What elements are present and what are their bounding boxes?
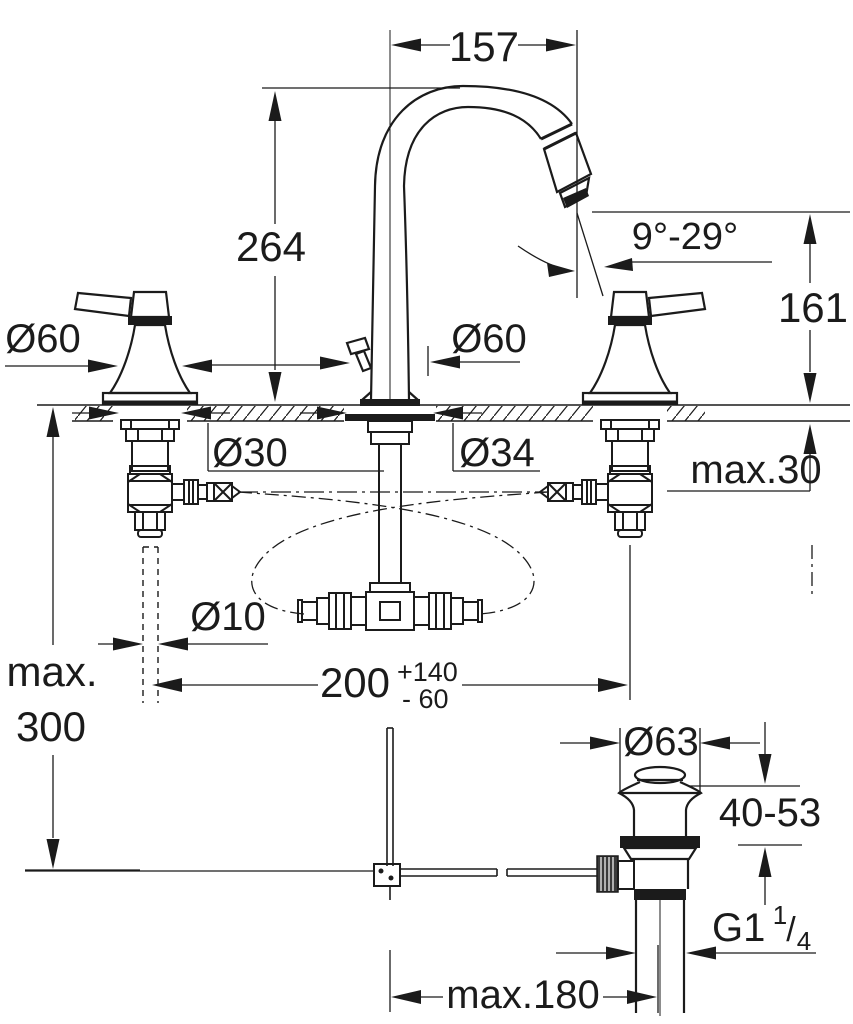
dim-spout-angle bbox=[517, 212, 772, 297]
right-valve bbox=[538, 419, 660, 538]
label-hole-left: Ø30 bbox=[212, 431, 288, 475]
label-spacing-tol-minus: - 60 bbox=[402, 684, 449, 714]
left-handle bbox=[73, 290, 199, 406]
label-waste-thread: G1 bbox=[712, 906, 765, 950]
dim-mounting-depth bbox=[25, 407, 140, 871]
label-body-diameter: Ø60 bbox=[451, 317, 527, 361]
label-hole-center: Ø34 bbox=[459, 431, 535, 475]
label-thread-frac-slash: / bbox=[786, 911, 796, 949]
dim-rod-diameter bbox=[98, 637, 268, 651]
dim-handle-diameter bbox=[5, 346, 520, 376]
waste-drain bbox=[596, 765, 703, 1016]
label-outlet-height: 161 bbox=[778, 284, 848, 331]
label-mounting-depth-val: 300 bbox=[16, 703, 86, 750]
right-handle bbox=[581, 290, 707, 406]
label-spout-angle: 9°-29° bbox=[632, 216, 738, 258]
label-deck-thickness: max.30 bbox=[690, 448, 821, 492]
dim-deck-thickness bbox=[667, 424, 817, 492]
dim-hole-spacing bbox=[152, 545, 631, 700]
label-mounting-depth-max: max. bbox=[6, 648, 97, 695]
pop-up-rod bbox=[25, 546, 597, 900]
dim-waste-clamp bbox=[688, 722, 802, 905]
center-shank bbox=[297, 414, 483, 631]
dim-waste-offset bbox=[389, 945, 659, 1013]
dim-waste-thread bbox=[556, 946, 816, 960]
spout bbox=[345, 30, 593, 406]
label-hole-spacing: 200 bbox=[320, 659, 390, 706]
dim-outlet-height bbox=[592, 211, 850, 403]
label-waste-offset: max.180 bbox=[446, 973, 599, 1017]
label-waste-flange: Ø63 bbox=[623, 720, 699, 764]
label-waste-clamp: 40-53 bbox=[719, 791, 821, 835]
label-rod-diameter: Ø10 bbox=[190, 595, 266, 639]
label-handle-diameter: Ø60 bbox=[5, 317, 81, 361]
left-valve bbox=[120, 419, 242, 538]
supply-hoses bbox=[237, 491, 813, 615]
label-spacing-tol-plus: +140 bbox=[397, 657, 458, 687]
label-spout-height: 264 bbox=[236, 223, 306, 270]
label-spout-reach: 157 bbox=[449, 23, 519, 70]
dim-hole-diameters bbox=[72, 406, 540, 472]
label-thread-frac-num: 1 bbox=[773, 900, 787, 930]
dim-spout-height bbox=[262, 87, 460, 402]
dim-waste-flange bbox=[560, 728, 760, 792]
label-thread-frac-den: 4 bbox=[797, 926, 811, 956]
dim-spout-reach bbox=[391, 30, 578, 298]
